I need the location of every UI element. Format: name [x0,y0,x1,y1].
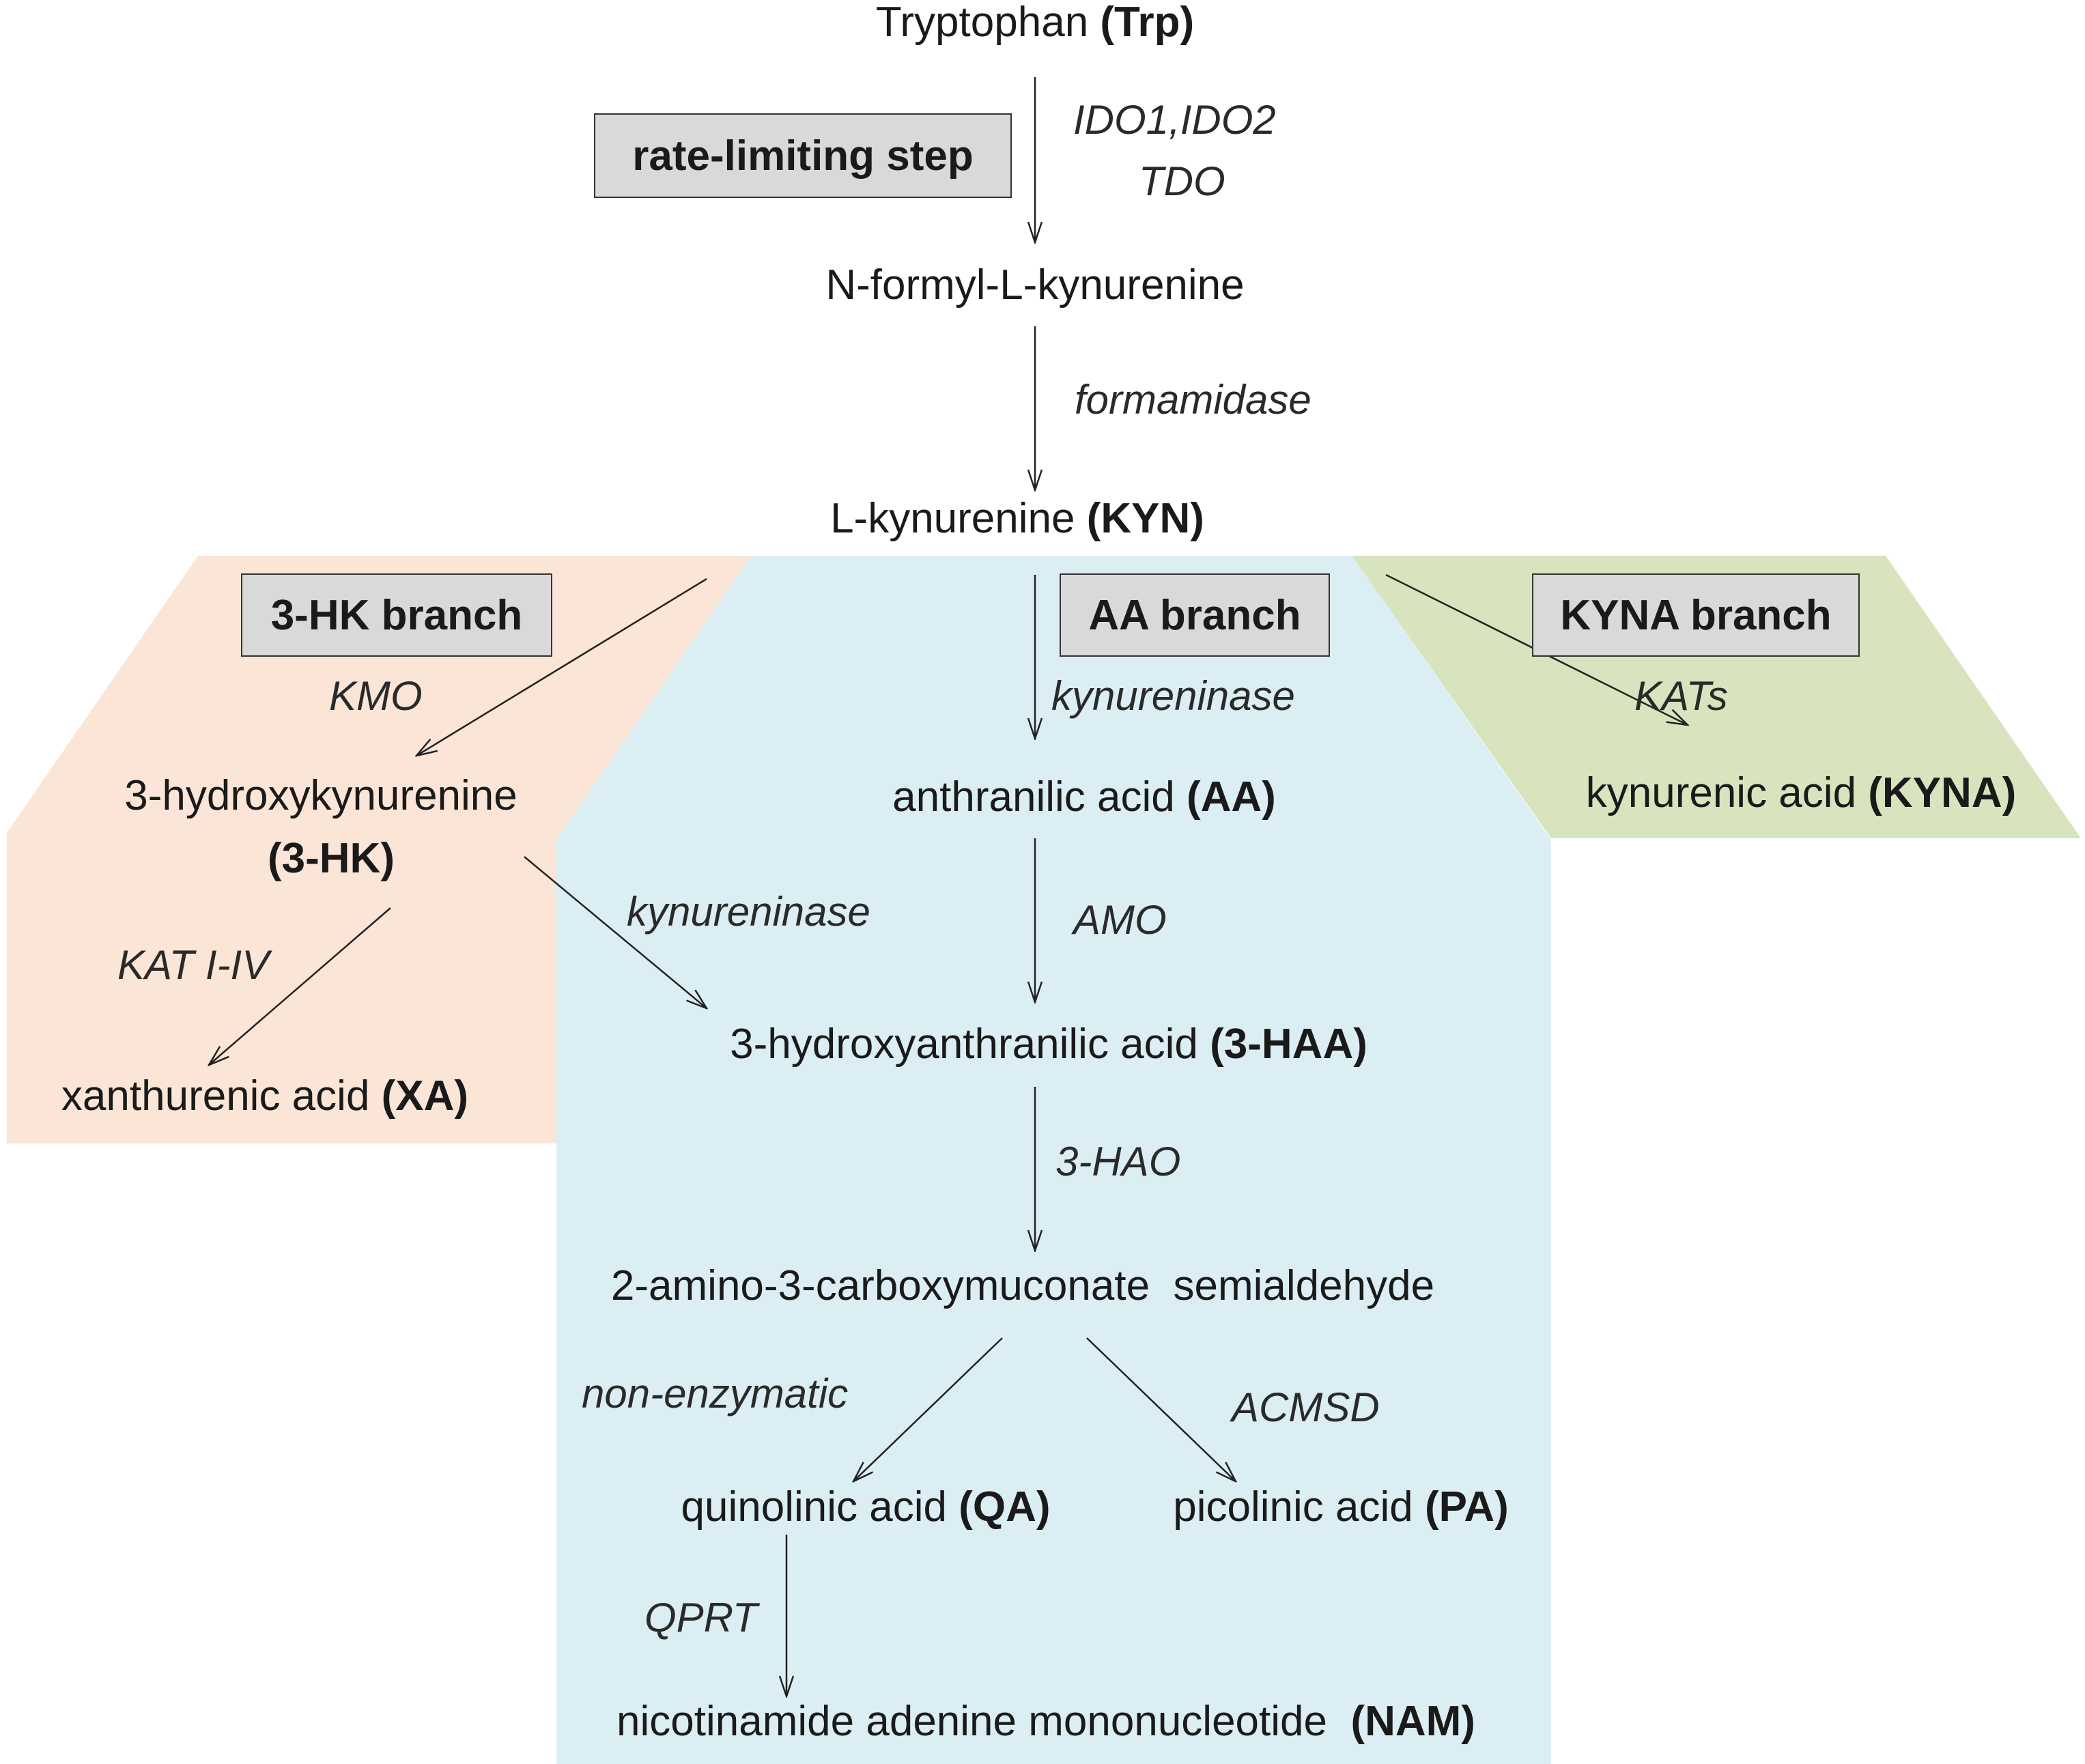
aa-branch-region [556,556,1551,1764]
metabolite-acms: 2-amino-3-carboxymuconate semialdehyde [610,1262,1435,1309]
enzyme-formamidase: formamidase [1075,377,1311,423]
arrow-acms-to-pa [1086,1337,1236,1481]
enzyme-kats: KATs [1634,673,1728,719]
enzyme-tdo: TDO [1139,158,1225,204]
metabolite-quinolinic-acid: quinolinic acid (QA) [681,1483,1051,1531]
arrow-3hk-to-3haa [524,856,707,1008]
metabolite-nam: nicotinamide adenine mononucleotide (NAM… [616,1698,1475,1745]
metabolite-n-formyl-kynurenine: N-formyl-L-kynurenine [825,261,1245,309]
enzyme-non-enzymatic: non-enzymatic [582,1371,849,1417]
enzyme-kat-i-iv: KAT I-IV [117,942,270,988]
enzyme-ido: IDO1,IDO2 [1073,97,1276,143]
metabolite-tryptophan: Tryptophan (Trp) [875,0,1195,46]
metabolite-kynurenine: L-kynurenine (KYN) [830,495,1204,542]
metabolite-xanthurenic-acid: xanthurenic acid (XA) [61,1072,469,1120]
hk-branch-region [7,556,751,1143]
arrow-kyn-to-3hk [416,578,707,756]
metabolite-anthranilic-acid: anthranilic acid (AA) [892,773,1276,821]
metabolite-3-hydroxykynurenine: 3-hydroxykynurenine [124,772,517,819]
metabolite-picolinic-acid: picolinic acid (PA) [1173,1483,1509,1531]
arrow-acms-to-qa [853,1337,1003,1481]
enzyme-acmsd: ACMSD [1232,1384,1380,1430]
enzyme-kmo: KMO [329,673,423,719]
hk-branch-box: 3-HK branch [241,573,552,657]
aa-branch-box: AA branch [1060,573,1330,657]
rate-limiting-step-box: rate-limiting step [594,113,1012,198]
enzyme-amo: AMO [1073,897,1167,943]
enzyme-3-hao: 3-HAO [1055,1139,1181,1184]
enzyme-kynureninase-aa: kynureninase [1051,673,1295,719]
arrow-3hk-to-xa [209,907,391,1065]
metabolite-3-hydroxyanthranilic-acid: 3-hydroxyanthranilic acid (3-HAA) [730,1021,1367,1068]
metabolite-kynurenic-acid: kynurenic acid (KYNA) [1585,769,2017,816]
enzyme-qprt: QPRT [644,1595,758,1640]
metabolite-3-hk-abbr: (3-HK) [268,835,395,882]
enzyme-kynureninase-haa: kynureninase [627,889,870,935]
kyna-branch-box: KYNA branch [1532,573,1860,657]
